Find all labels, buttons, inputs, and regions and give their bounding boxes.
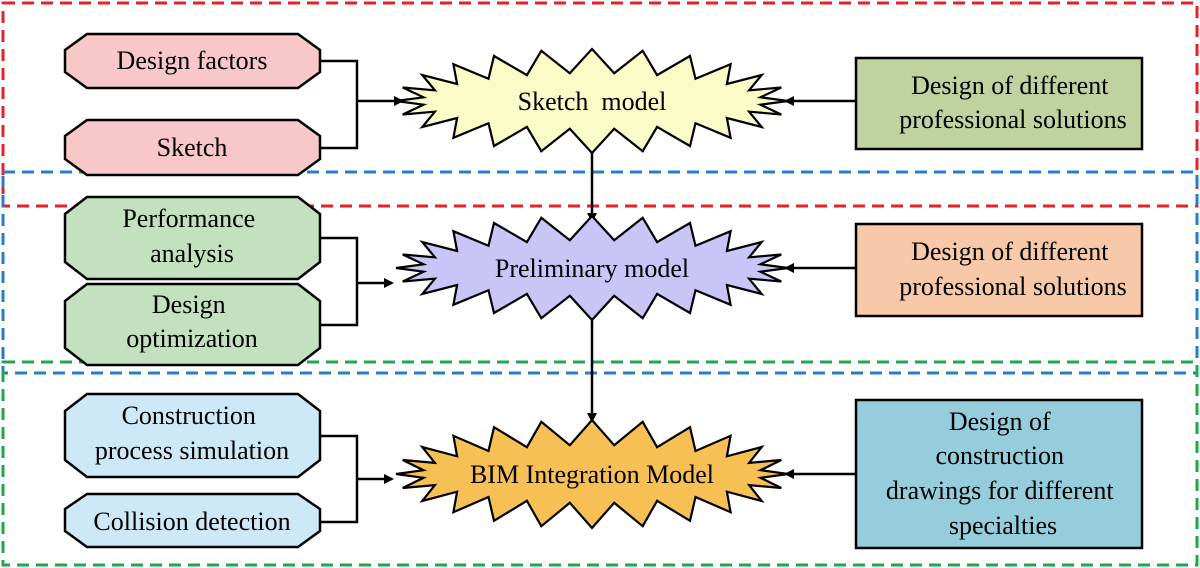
solution-box-preliminary-label: Design of different professional solutio… [899,237,1127,301]
bracket-preliminary [320,236,359,327]
input-design-factors [63,32,322,90]
bim-integration-model-star [395,418,789,530]
sketch-model-star [395,47,789,155]
input-sketch-label: Sketch [157,133,228,162]
input-design-optimization-label: Design optimization [126,290,257,353]
bim-integration-model-label: BIM Integration Model [470,460,714,489]
input-design-optimization [63,282,322,367]
input-sketch [63,118,322,177]
bracket-sketch [320,59,359,150]
input-construction-process-simulation [63,392,322,479]
input-construction-process-simulation-label: Construction process simulation [95,401,289,465]
preliminary-model-star [395,214,789,322]
solution-box-preliminary [854,222,1144,318]
input-collision-detection-label: Collision detection [93,507,290,536]
solution-box-bim [854,398,1144,550]
solution-box-bim-label: Design of construction drawings for diff… [886,407,1120,540]
input-collision-detection [63,492,322,549]
input-performance-analysis [63,195,322,281]
stage-frame-bim [1,360,1199,567]
sketch-model-label: Sketch model [518,87,667,116]
preliminary-model-label: Preliminary model [495,254,689,283]
solution-box-sketch [854,56,1144,151]
bracket-bim [320,434,359,524]
input-performance-analysis-label: Performance analysis [122,204,261,268]
input-design-factors-label: Design factors [117,46,268,75]
solution-box-sketch-label: Design of different professional solutio… [899,71,1127,134]
stage-frame-sketch [1,1,1199,208]
stage-frame-preliminary [1,170,1199,375]
